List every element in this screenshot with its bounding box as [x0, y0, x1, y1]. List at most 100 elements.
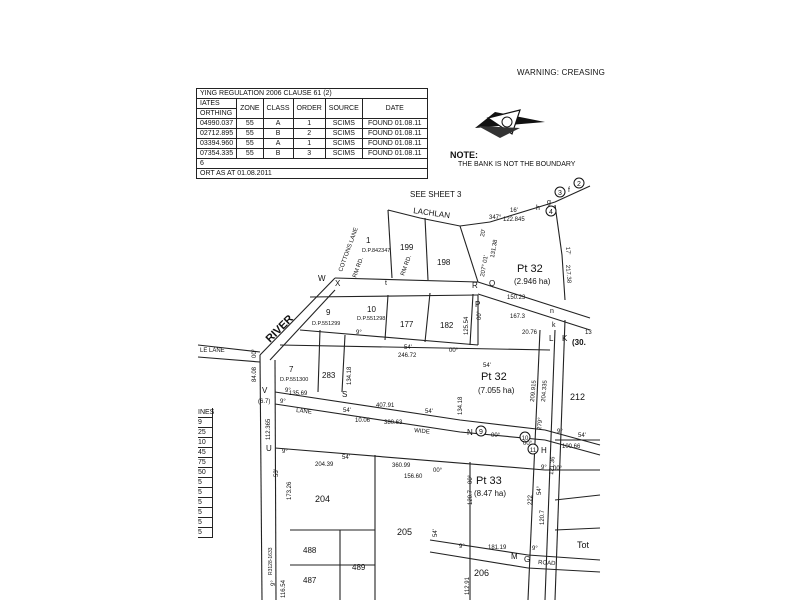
lot-283: 283 [322, 371, 336, 380]
dim: 84.08 [252, 366, 258, 382]
lot-9-dp: D.P.551299 [312, 321, 340, 327]
left-col-cell: 50 [198, 468, 213, 478]
dim: 9° [282, 449, 288, 455]
dim: 167.3 [510, 314, 526, 320]
point-L: L [549, 334, 554, 343]
lot-198: 198 [437, 258, 451, 267]
lane-label: LANE [296, 408, 312, 416]
left-col-cell: 5 [198, 478, 213, 488]
dim: 156.60 [404, 474, 423, 480]
table-header-date: DATE [361, 98, 428, 119]
dim: 54' [343, 408, 351, 414]
lot-212: 212 [570, 392, 585, 402]
wide-label: WIDE [414, 428, 430, 436]
dim: 380.63 [384, 420, 403, 426]
dim: 9° [459, 544, 465, 550]
point-P: P [475, 300, 480, 309]
rm-rd-label-2: RM RD. [400, 254, 413, 276]
see-sheet-label: SEE SHEET 3 [410, 190, 462, 199]
portion-pt32b: Pt 32 [481, 371, 507, 383]
lot-487: 487 [303, 576, 317, 585]
dim: 360.99 [392, 463, 411, 469]
circle-4: 4 [549, 209, 553, 216]
portion-pt32b-area: (7.055 ha) [478, 386, 515, 395]
lot-1-dp: D.P.842347 [362, 248, 390, 254]
dim: 00° [523, 441, 533, 447]
circle-3: 3 [558, 190, 562, 197]
road-label: ROAD [538, 560, 556, 567]
point-G: G [524, 555, 530, 564]
dim: 134.18 [347, 366, 353, 385]
dim: 100.66 [562, 444, 581, 450]
point-X: X [335, 279, 341, 288]
dim: 9° [271, 580, 277, 586]
left-col-cell: 10 [198, 438, 213, 448]
lot-488: 488 [303, 546, 317, 555]
dim: 20' [480, 229, 487, 238]
point-f: f [568, 187, 570, 194]
dimension-labels: 347° 16' 122.845 20' 131.38 217.38 17' 2… [252, 208, 592, 598]
lot-206: 206 [474, 568, 489, 578]
left-col-cell: 5 [198, 518, 213, 528]
table-row: 03394.960 55 A 1 SCIMS FOUND 01.08.11 [195, 138, 428, 149]
circle-10: 10 [522, 436, 529, 442]
point-H: H [541, 446, 547, 455]
lot-10-dp: D.P.551298 [357, 316, 385, 322]
dim: (6.7) [258, 399, 270, 405]
warning-text: WARNING: CREASING [517, 68, 605, 77]
dim: 222 [528, 494, 534, 505]
note-text: THE BANK IS NOT THE BOUNDARY [458, 161, 576, 168]
dim: 00° [449, 348, 459, 354]
dim: 120.7 [468, 489, 474, 505]
dim: 9° [285, 388, 291, 394]
left-col-cell: 5 [198, 508, 213, 518]
dim: 204.39 [315, 462, 334, 468]
north-arrow-icon [475, 109, 545, 138]
point-N: N [467, 428, 473, 437]
point-k: k [552, 322, 556, 329]
portion-pt32a: Pt 32 [517, 263, 543, 275]
left-col-cell: 5 [198, 488, 213, 498]
dim: 9° [557, 429, 563, 435]
lot-7-dp: D.P.551300 [280, 377, 308, 383]
dim: 17' [564, 247, 571, 255]
dim: 131.38 [490, 239, 499, 259]
dim: 20.76 [522, 330, 538, 336]
circle-9: 9 [479, 429, 483, 436]
point-K: K [562, 334, 568, 343]
circle-11: 11 [530, 448, 537, 454]
lot-204: 204 [315, 494, 330, 504]
dim: 122.845 [503, 217, 525, 223]
left-col-cell: 9 [198, 418, 213, 428]
table-footer-2: ORT AS AT 01.08.2011 [196, 168, 428, 179]
dim: 150.23 [507, 295, 526, 301]
dim: 00° [553, 466, 563, 472]
point-h: h [536, 205, 540, 212]
left-col-cell: 25 [198, 428, 213, 438]
river-label: RIVER [264, 313, 296, 345]
lot-7: 7 [289, 365, 294, 374]
dim: 209.915 [530, 379, 538, 402]
dim: 173.26 [287, 481, 293, 500]
dim: 53' [274, 469, 280, 477]
point-S: S [342, 390, 347, 399]
dim: 13 [585, 330, 592, 336]
dim: 9° [356, 330, 362, 336]
r3128-label: R3128-1633 [268, 547, 274, 575]
survey-circles [475, 177, 585, 455]
lot-182: 182 [440, 321, 454, 330]
dim: 134.18 [458, 396, 464, 415]
table-row: 04990.037 55 A 1 SCIMS FOUND 01.08.11 [195, 118, 428, 129]
dim: 125.54 [464, 316, 470, 335]
lot-10: 10 [367, 305, 376, 314]
dim: 217.38 [564, 265, 572, 284]
left-col-cell: 75 [198, 458, 213, 468]
lot-199: 199 [400, 243, 414, 252]
dim: 135.69 [289, 391, 308, 397]
dim: 54' [425, 409, 433, 415]
dim: (30. [572, 338, 586, 347]
lot-177: 177 [400, 320, 414, 329]
dim: 181.19 [488, 545, 507, 551]
dim: 112.365 [266, 418, 272, 440]
